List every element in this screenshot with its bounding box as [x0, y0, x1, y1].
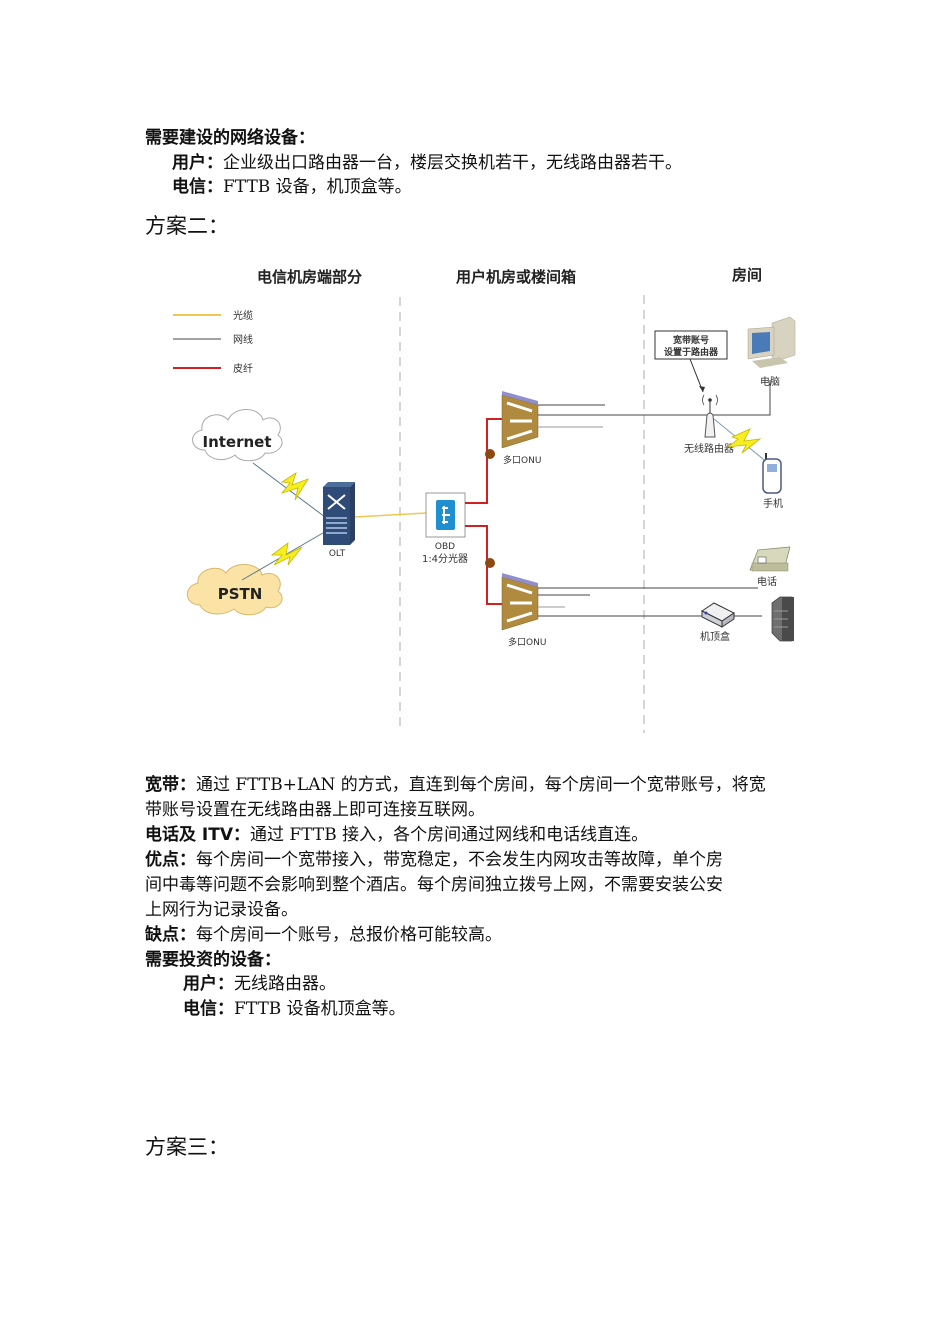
television-icon: [771, 596, 794, 642]
user-text: 企业级出口路由器一台，楼层交换机若干，无线路由器若干。: [223, 153, 682, 173]
onu-top-icon: [501, 391, 539, 449]
onu-bottom-label: 多口ONU: [508, 636, 546, 648]
connector-icon: [485, 449, 495, 459]
router-label: 无线路由器: [684, 442, 734, 455]
user-equipment-line: 用户：企业级出口路由器一台，楼层交换机若干，无线路由器若干。: [172, 151, 682, 176]
mobile-phone-icon: [762, 453, 782, 494]
callout-line1: 宽带账号: [672, 334, 709, 346]
phone-itv-paragraph: 电话及 ITV：通过 FTTB 接入，各个房间通过网线和电话线直连。: [145, 823, 648, 848]
invest-telecom-text: FTTB 设备机顶盒等。: [234, 999, 406, 1019]
callout-line2: 设置于路由器: [664, 346, 719, 358]
pros-paragraph-line1: 优点：每个房间一个宽带接入，带宽稳定，不会发生内网攻击等故障，单个房: [145, 848, 723, 873]
telephone-label: 电话: [757, 575, 777, 588]
column-heading-room: 房间: [732, 266, 762, 284]
onu-bottom-icon: [501, 573, 539, 631]
invest-telecom-line: 电信：FTTB 设备机顶盒等。: [183, 997, 406, 1022]
telecom-label: 电信：: [172, 177, 223, 197]
section-heading-equipment: 需要建设的网络设备：: [145, 128, 315, 148]
onu-top-label: 多口ONU: [503, 454, 541, 466]
legend-label-cable: 网线: [233, 333, 253, 346]
invest-telecom-label: 电信：: [183, 999, 234, 1019]
column-heading-user-room: 用户机房或楼间箱: [456, 268, 576, 286]
wireless-link-icon: [713, 418, 769, 464]
pros-text: 每个房间一个宽带接入，带宽稳定，不会发生内网攻击等故障，单个房: [196, 850, 723, 870]
pstn-label: PSTN: [218, 585, 263, 603]
legend-label-fiber: 光缆: [233, 309, 253, 322]
wireless-link-icon: [252, 462, 326, 518]
obd-splitter-icon: [425, 492, 466, 538]
mobile-phone-label: 手机: [763, 497, 783, 510]
broadband-label: 宽带：: [145, 775, 196, 795]
drop-fiber-bottom: [465, 525, 502, 605]
pros-label: 优点：: [145, 850, 196, 870]
wireless-link-icon: [241, 529, 329, 581]
cable-onu-pc: [538, 380, 771, 416]
invest-user-text: 无线路由器。: [234, 974, 336, 994]
internet-cloud-icon: [192, 409, 283, 462]
cons-label: 缺点：: [145, 925, 196, 945]
broadband-text: 通过 FTTB+LAN 的方式，直连到每个房间，每个房间一个宽带账号，将宽: [196, 775, 766, 795]
plan2-title: 方案二：: [145, 214, 229, 238]
legend-label-drop-fiber: 皮纤: [233, 362, 253, 375]
legend: 光缆 网线 皮纤: [173, 309, 253, 375]
invest-user-label: 用户：: [183, 974, 234, 994]
broadband-paragraph-line2: 带账号设置在无线路由器上即可连接互联网。: [145, 800, 485, 820]
obd-label: OBD: [435, 542, 455, 552]
pc-label: 电脑: [760, 375, 780, 388]
wireless-router-icon: [702, 394, 718, 438]
network-diagram: 电信机房端部分 用户机房或楼间箱 房间 光缆 网线 皮纤 Internet PS…: [160, 255, 820, 735]
pstn-cloud-icon: [186, 564, 283, 616]
pros-paragraph-line3: 上网行为记录设备。: [145, 900, 298, 920]
cons-paragraph: 缺点：每个房间一个账号，总报价格可能较高。: [145, 923, 502, 948]
plan3-title: 方案三：: [145, 1135, 229, 1159]
fiber-olt-obd: [354, 512, 427, 518]
telephone-icon: [749, 546, 791, 572]
phone-itv-text: 通过 FTTB 接入，各个房间通过网线和电话线直连。: [250, 825, 649, 845]
splitter-label: 1:4分光器: [422, 552, 468, 565]
broadband-account-callout: [654, 330, 728, 393]
computer-icon: [747, 316, 796, 368]
invest-heading: 需要投资的设备：: [145, 950, 281, 970]
cons-text: 每个房间一个账号，总报价格可能较高。: [196, 925, 502, 945]
internet-label: Internet: [202, 433, 271, 451]
pros-paragraph-line2: 间中毒等问题不会影响到整个酒店。每个房间独立拨号上网，不需要安装公安: [145, 875, 723, 895]
phone-itv-label: 电话及 ITV：: [145, 825, 250, 845]
connector-icon: [485, 558, 495, 568]
invest-user-line: 用户：无线路由器。: [183, 972, 336, 997]
telecom-text: FTTB 设备，机顶盒等。: [223, 177, 412, 197]
stb-label: 机顶盒: [700, 630, 730, 643]
column-heading-telecom-room: 电信机房端部分: [257, 268, 362, 286]
telecom-equipment-line: 电信：FTTB 设备，机顶盒等。: [172, 175, 412, 200]
olt-switch-icon: [323, 482, 355, 545]
set-top-box-icon: [701, 602, 735, 628]
user-label: 用户：: [172, 153, 223, 173]
olt-label: OLT: [329, 549, 346, 559]
broadband-paragraph-line1: 宽带：通过 FTTB+LAN 的方式，直连到每个房间，每个房间一个宽带账号，将宽: [145, 773, 766, 798]
drop-fiber-top: [465, 418, 502, 504]
